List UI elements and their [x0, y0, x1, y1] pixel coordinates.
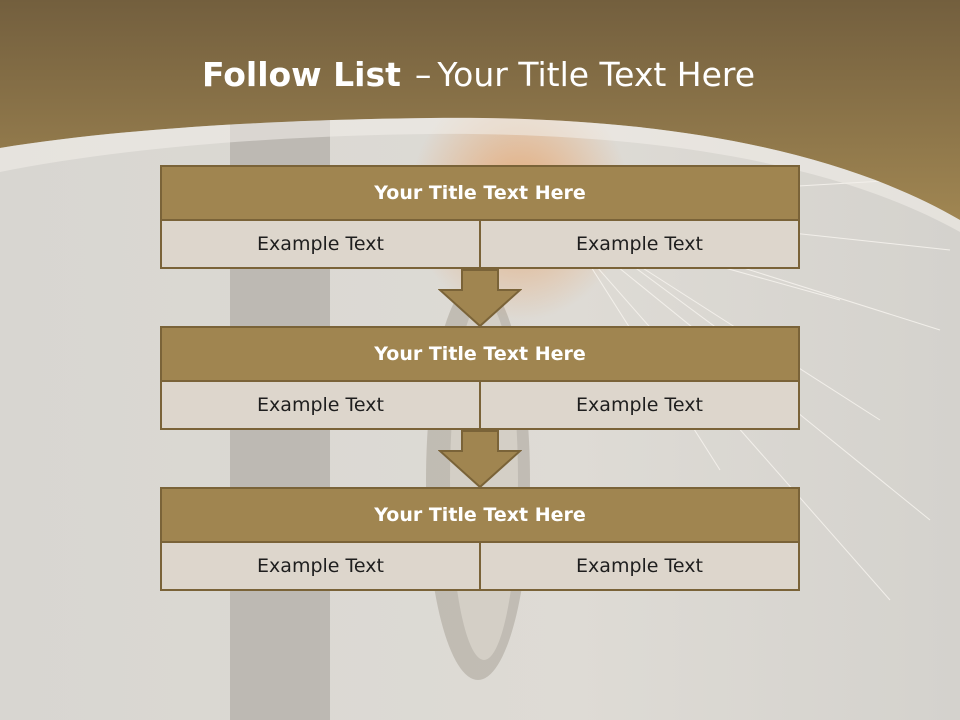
down-arrow-icon	[438, 430, 522, 489]
block-cell-left: Example Text	[162, 221, 479, 267]
slide-title: Follow List–Your Title Text Here	[0, 52, 960, 98]
block-title: Your Title Text Here	[160, 326, 800, 382]
list-block-1: Your Title Text Here Example Text Exampl…	[160, 165, 800, 269]
block-title: Your Title Text Here	[160, 165, 800, 221]
down-arrow-icon	[438, 269, 522, 328]
title-rest-text: Your Title Text Here	[437, 55, 756, 94]
block-cell-right: Example Text	[479, 221, 798, 267]
list-block-3: Your Title Text Here Example Text Exampl…	[160, 487, 800, 591]
title-separator: –	[414, 55, 432, 94]
block-row: Example Text Example Text	[160, 382, 800, 430]
block-cell-left: Example Text	[162, 382, 479, 428]
block-cell-left: Example Text	[162, 543, 479, 589]
block-row: Example Text Example Text	[160, 221, 800, 269]
block-cell-right: Example Text	[479, 382, 798, 428]
block-title: Your Title Text Here	[160, 487, 800, 543]
list-block-2: Your Title Text Here Example Text Exampl…	[160, 326, 800, 430]
block-cell-right: Example Text	[479, 543, 798, 589]
block-row: Example Text Example Text	[160, 543, 800, 591]
title-bold-text: Follow List	[202, 55, 401, 94]
